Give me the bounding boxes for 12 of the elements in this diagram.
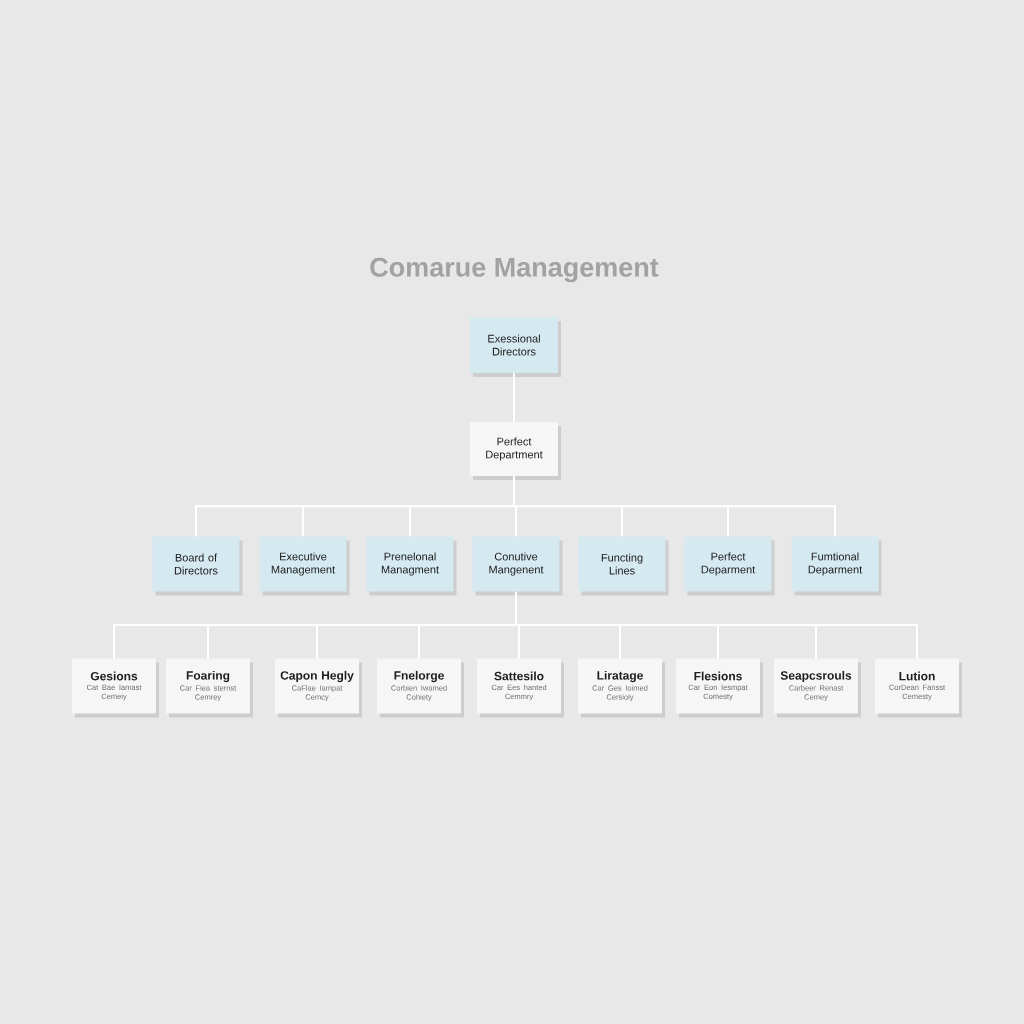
org-chart-box: Perfect Deparment [684, 536, 775, 596]
org-chart-box: Perfect Department [470, 422, 561, 480]
org-chart-box: Board of Directors [152, 536, 243, 596]
org-chart-box: Functing Lines [578, 536, 669, 596]
org-chart-box: Fumtional Deparment [791, 536, 882, 596]
org-chart-box: Prenelonal Managment [366, 536, 457, 596]
connector-trunk [112, 590, 919, 626]
connector-trunk [194, 475, 837, 508]
org-chart-box: Exessional Directors [470, 317, 561, 377]
org-chart-box: Executive Management [259, 536, 350, 596]
diagram-title: Comarue Management [370, 257, 659, 283]
org-chart-box: Conutive Mangenent [472, 536, 563, 596]
